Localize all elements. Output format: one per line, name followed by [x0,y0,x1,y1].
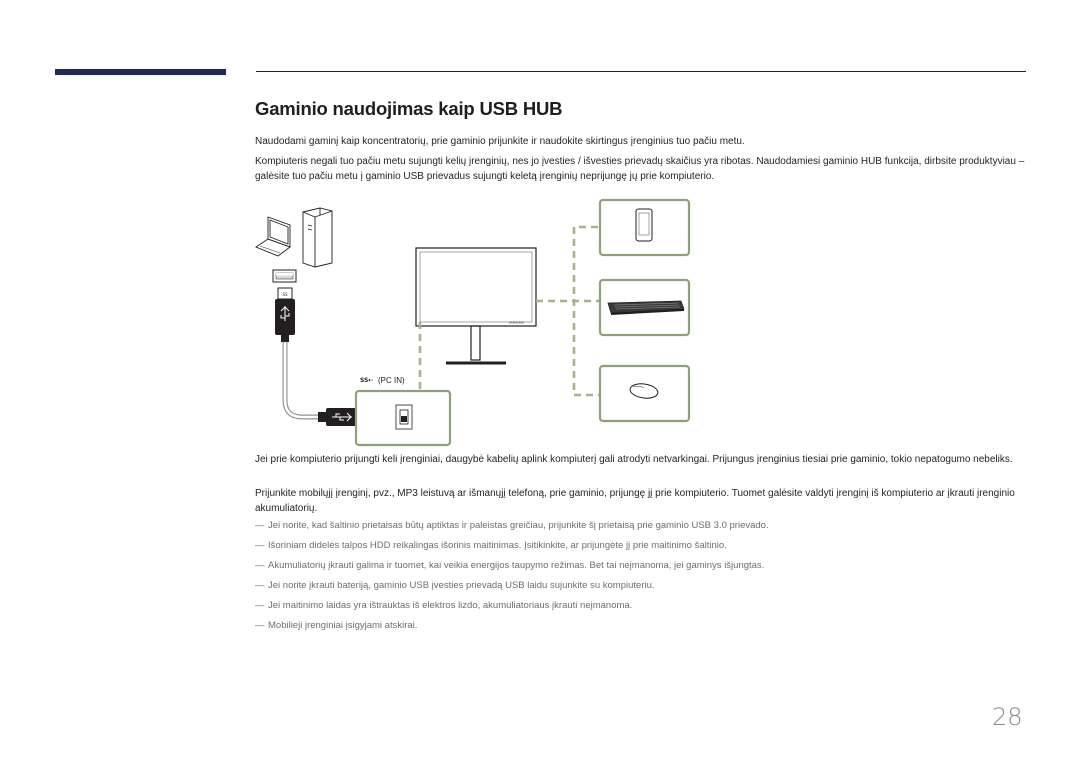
keyboard-icon [607,300,685,315]
note-marker: ― [255,620,265,631]
desktop-tower-icon [302,207,333,268]
mobile-device-paragraph: Prijunkite mobilųjį įrenginį, pvz., MP3 … [255,488,1015,514]
usb-cable-plug-pc-icon: SS [275,287,295,342]
mouse-icon [629,383,659,399]
header-rule [256,71,1026,72]
usb-cable-icon [282,342,318,420]
note-item: ―Mobilieji įrenginiai įsigyjami atskirai… [255,620,418,631]
note-marker: ― [255,560,265,571]
pc-in-port-label: SS⇠ (PC IN) [360,376,405,385]
note-item: ―Jei norite, kad šaltinio prietaisas būt… [255,520,769,531]
header-accent-bar [55,69,226,75]
pc-in-label: (PC IN) [378,376,405,385]
notes-list: ―Jei norite, kad šaltinio prietaisas būt… [255,520,1027,640]
note-item: ―Jei maitinimo laidas yra ištrauktas iš … [255,600,633,611]
page-number: 28 [992,703,1023,731]
usb-plug-ss-label: SS [282,292,288,297]
monitor-brand-label: SAMSUNG [509,321,525,325]
keyboard-device-box [598,278,691,337]
usb-hub-connection-diagram: SS SS⇠ (PC IN) SAMSUNG [255,198,691,447]
intro-paragraph: Naudodami gaminį kaip koncentratorių, pr… [255,136,745,147]
note-marker: ― [255,520,265,531]
cable-clutter-paragraph: Jei prie kompiuterio prijungti keli įren… [255,454,1013,465]
note-marker: ― [255,580,265,591]
monitor-icon: SAMSUNG [415,247,537,365]
note-item: ―Išoriniam didelės talpos HDD reikalinga… [255,540,727,551]
hub-function-paragraph: Kompiuteris negali tuo pačiu metu sujung… [255,156,1025,182]
pc-usb-port-icon [272,269,297,283]
page-title: Gaminio naudojimas kaip USB HUB [255,98,563,119]
mouse-device-box [598,364,691,423]
note-item: ―Akumuliatorių įkrauti galima ir tuomet,… [255,560,765,571]
connection-dashed-lines [418,225,600,397]
note-item: ―Jei norite įkrauti bateriją, gaminio US… [255,580,655,591]
svg-text:SS⇠: SS⇠ [360,377,373,384]
laptop-icon [255,216,291,257]
note-marker: ― [255,600,265,611]
smartphone-device-box [598,198,691,257]
note-marker: ― [255,540,265,551]
smartphone-icon [635,208,653,242]
monitor-usb-port-box [354,389,452,447]
